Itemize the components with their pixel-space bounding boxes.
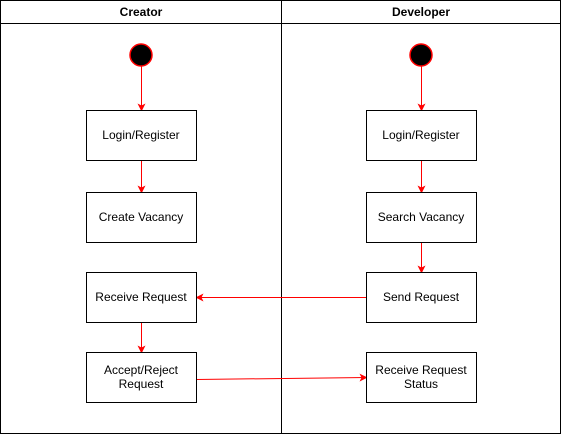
create-vacancy-label-0: Create Vacancy	[99, 210, 184, 224]
search-vacancy-label-0: Search Vacancy	[378, 210, 465, 224]
lane-title-creator: Creator	[120, 5, 163, 19]
accept-reject-label-0: Accept/Reject	[104, 363, 179, 377]
send-request-label-0: Send Request	[383, 290, 460, 304]
lane-title-developer: Developer	[392, 5, 450, 19]
send-request-node: Send Request	[366, 272, 477, 323]
developer-login-box	[366, 110, 477, 161]
developer-login-node: Login/Register	[366, 110, 477, 161]
receive-request-label-0: Receive Request	[95, 290, 187, 304]
create-vacancy-box	[86, 192, 197, 243]
receive-status-box	[366, 352, 477, 403]
receive-request-node: Receive Request	[86, 272, 197, 323]
developer-start-node	[409, 43, 433, 67]
developer-login-label-0: Login/Register	[382, 128, 459, 142]
receive-status-label-1: Status	[404, 377, 438, 391]
creator-start-node	[129, 43, 153, 67]
flow-accept-reject-to-receive-status	[196, 373, 368, 382]
creator-login-label-0: Login/Register	[102, 128, 179, 142]
creator-login-node: Login/Register	[86, 110, 197, 161]
send-request-box	[366, 272, 477, 323]
receive-request-box	[86, 272, 197, 323]
flows	[137, 66, 426, 382]
search-vacancy-node: Search Vacancy	[366, 192, 477, 243]
accept-reject-box	[86, 352, 197, 403]
accept-reject-label-1: Request	[119, 377, 164, 391]
search-vacancy-box	[366, 192, 477, 243]
create-vacancy-node: Create Vacancy	[86, 192, 197, 243]
receive-status-label-0: Receive Request	[375, 363, 467, 377]
creator-login-box	[86, 110, 197, 161]
